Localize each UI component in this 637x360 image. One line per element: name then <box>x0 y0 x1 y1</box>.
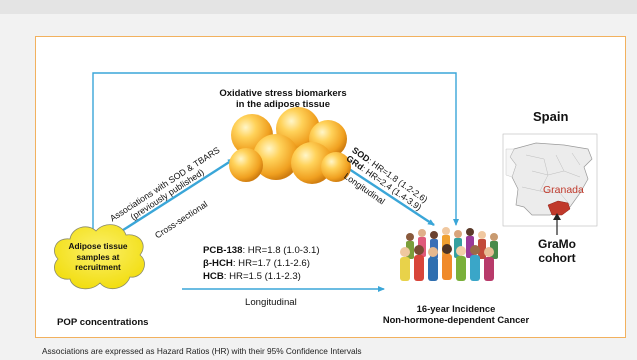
biomarkers-title: Oxidative stress biomarkers in the adipo… <box>208 88 358 111</box>
result-pcb138-marker: PCB-138 <box>203 245 243 256</box>
pop-results: PCB-138: HR=1.8 (1.0-3.1) β-HCH: HR=1.7 … <box>203 244 320 283</box>
map-title: Spain <box>533 109 569 124</box>
cloud-line3: recruitment <box>75 262 121 272</box>
people-crowd-image <box>400 227 498 281</box>
pop-concentrations-label: POP concentrations <box>57 317 149 328</box>
granada-region <box>547 200 571 216</box>
adipose-cloud-text: Adipose tissue samples at recruitment <box>63 241 133 273</box>
biomarkers-title-line2: in the adipose tissue <box>236 98 330 110</box>
spain-map <box>502 133 598 227</box>
map-city-label: Granada <box>543 184 584 196</box>
outcome-line2: Non-hormone-dependent Cancer <box>382 313 530 325</box>
cohort-line2: cohort <box>538 251 576 265</box>
cross-sectional-arrow <box>119 157 235 234</box>
adipocytes-image <box>229 107 351 184</box>
result-bhch-value: : HR=1.7 (1.1-2.6) <box>232 258 310 269</box>
top-bar <box>0 0 637 14</box>
cohort-line1: GraMo <box>537 237 576 251</box>
biomarkers-title-line1: Oxidative stress biomarkers <box>219 88 347 99</box>
outcome-label: 16-year Incidence Non-hormone-dependent … <box>366 303 546 326</box>
adipose-cloud-shape <box>54 224 145 290</box>
outcome-line1: 16-year Incidence <box>416 303 496 314</box>
footnote: Associations are expressed as Hazard Rat… <box>42 346 362 356</box>
diagram-arrows <box>54 72 598 292</box>
top-loop-arrow <box>92 72 459 259</box>
result-hcb-marker: HCB <box>203 271 224 282</box>
result-pcb138-value: : HR=1.8 (1.0-3.1) <box>242 245 320 256</box>
cloud-line1: Adipose tissue <box>68 241 128 251</box>
result-bhch: β-HCH: HR=1.7 (1.1-2.6) <box>203 257 320 270</box>
result-bhch-marker: β-HCH <box>203 258 233 269</box>
bottom-longitudinal-label: Longitudinal <box>245 297 297 308</box>
figure-panel: Oxidative stress biomarkers in the adipo… <box>35 36 626 338</box>
result-hcb: HCB: HR=1.5 (1.1-2.3) <box>203 270 320 283</box>
result-hcb-value: : HR=1.5 (1.1-2.3) <box>223 271 301 282</box>
cohort-label: GraMo cohort <box>526 237 588 265</box>
result-pcb138: PCB-138: HR=1.8 (1.0-3.1) <box>203 244 320 257</box>
longitudinal-diagonal-arrow <box>345 165 435 227</box>
cloud-line2: samples at <box>76 251 120 262</box>
